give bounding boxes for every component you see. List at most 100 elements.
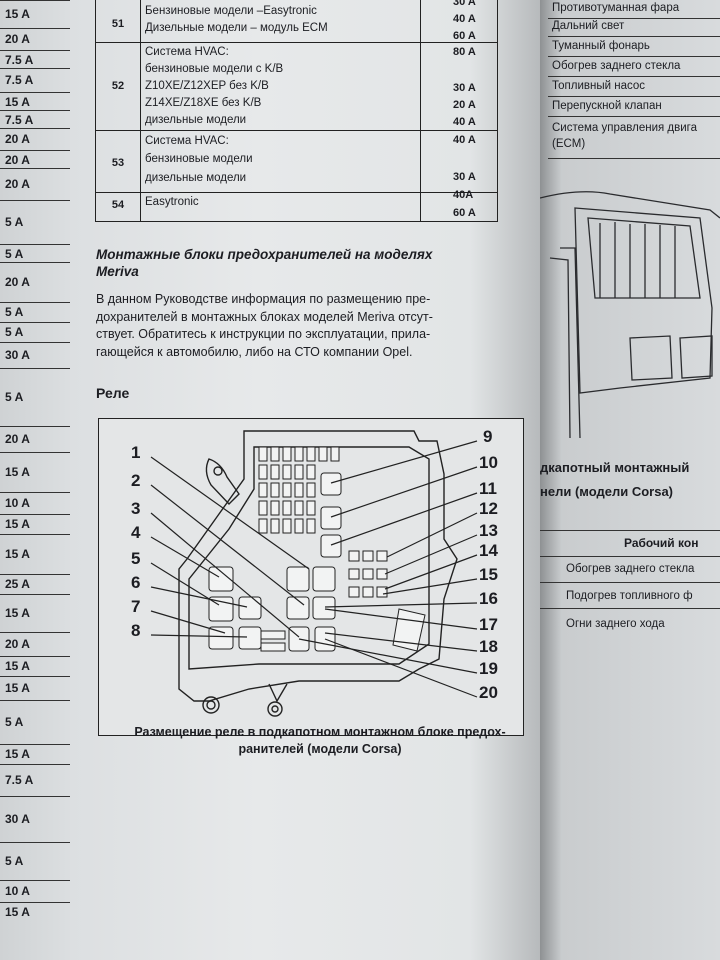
callout-label: 18 <box>479 637 498 656</box>
table-line <box>540 582 720 583</box>
table-row-line <box>95 130 498 131</box>
fuse-rating: 20 A <box>5 177 30 191</box>
table-divider <box>140 0 141 222</box>
left-table-row: 15 A <box>0 744 70 764</box>
fuse-amp: 30 A <box>453 171 476 183</box>
fuse-rating: 30 A <box>5 812 30 826</box>
fuse-amp: 40A <box>453 189 474 201</box>
table-cell: Огни заднего хода <box>566 618 665 630</box>
left-table-row: 15 A <box>0 452 70 492</box>
fuse-amp: 30 A <box>453 82 476 94</box>
fuse-desc: бензиновые модели с K/B <box>145 63 284 75</box>
left-table-row: 15 A <box>0 594 70 632</box>
fuse-rating: 15 A <box>5 517 30 531</box>
paragraph-line: В данном Руководстве информация по разме… <box>96 292 431 306</box>
fuse-box-drawing <box>150 430 478 717</box>
fuse-desc: Система HVAC: <box>145 135 229 147</box>
list-item: Перепускной клапан <box>552 100 662 112</box>
fuse-rating: 20 A <box>5 275 30 289</box>
list-divider <box>548 18 720 19</box>
list-item: Туманный фонарь <box>552 40 650 52</box>
callout-label: 17 <box>479 615 498 634</box>
paragraph-line: дохранителей в монтажных блоках моделей … <box>96 309 433 324</box>
right-page <box>540 0 720 960</box>
callout-label: 12 <box>479 499 498 518</box>
fuse-rating: 5 A <box>5 305 24 319</box>
fuse-rating: 20 A <box>5 432 30 446</box>
callout-label: 19 <box>479 659 498 678</box>
table-line <box>540 556 720 557</box>
left-table-row: 15 A <box>0 676 70 700</box>
left-table-row: 7.5 A <box>0 764 70 796</box>
caption-line: Размещение реле в подкапотном монтажном … <box>134 725 506 739</box>
fuse-rating: 30 A <box>5 348 30 362</box>
fuse-rating: 7.5 A <box>5 53 34 67</box>
fuse-desc: Бензиновые модели –Easytronic <box>145 5 317 17</box>
callout-label: 4 <box>131 523 141 542</box>
fuse-rating: 10 A <box>5 884 30 898</box>
fuse-desc: дизельные модели <box>145 114 247 126</box>
section-paragraph: В данном Руководстве информация по разме… <box>96 291 516 361</box>
callout-label: 3 <box>131 499 141 518</box>
fuse-table: 51 Бензиновые модели –Easytronic Дизельн… <box>95 0 498 222</box>
fuse-desc: Z14XE/Z18XE без K/B <box>145 97 262 109</box>
relay-diagram: 1 2 3 4 5 6 7 8 9 10 11 12 13 14 15 16 1… <box>98 418 524 736</box>
list-divider <box>548 36 720 37</box>
table-line <box>540 608 720 609</box>
section-heading: Монтажные блоки предохранителей на модел… <box>96 246 496 280</box>
fuse-amp: 30 A <box>453 0 476 8</box>
left-table-row: 30 A <box>0 342 70 368</box>
fuse-rating: 15 A <box>5 7 30 21</box>
right-heading: дкапотный монтажный <box>540 460 690 475</box>
callout-label: 2 <box>131 471 141 490</box>
fuse-amp: 20 A <box>453 99 476 111</box>
table-row-line <box>95 192 498 193</box>
table-cell: Подогрев топливного ф <box>566 590 693 602</box>
fuse-rating: 15 A <box>5 681 30 695</box>
callout-label: 6 <box>131 573 141 592</box>
fuse-rating: 7.5 A <box>5 773 34 787</box>
table-cell: Обогрев заднего стекла <box>566 563 695 575</box>
table-header: Рабочий кон <box>624 536 699 550</box>
fuse-rating: 15 A <box>5 905 30 919</box>
fuse-desc: Z10XE/Z12XEP без K/B <box>145 80 269 92</box>
callout-label: 16 <box>479 589 498 608</box>
left-table-row: 5 A <box>0 842 70 880</box>
left-table-row: 5 A <box>0 368 70 426</box>
fuse-rating: 15 A <box>5 465 30 479</box>
callout-label: 8 <box>131 621 141 640</box>
left-table-row: 15 A <box>0 92 70 110</box>
fuse-number: 51 <box>111 18 125 30</box>
fuse-rating: 7.5 A <box>5 113 34 127</box>
table-border-right <box>497 0 498 222</box>
list-item: (ECM) <box>552 138 586 150</box>
right-heading: нели (модели Corsa) <box>540 484 674 499</box>
left-table-row: 5 A <box>0 244 70 262</box>
fuse-rating: 15 A <box>5 659 30 673</box>
callout-label: 9 <box>483 427 493 446</box>
paragraph-line: ствует. Обратитесь к инструкции по экспл… <box>96 327 431 341</box>
callout-label: 7 <box>131 597 141 616</box>
list-item: Топливный насос <box>552 80 645 92</box>
callout-label: 14 <box>479 541 498 560</box>
callout-label: 11 <box>479 479 497 498</box>
table-row-line <box>95 221 498 222</box>
table-line <box>540 530 720 531</box>
left-table-row: 5 A <box>0 700 70 744</box>
table-divider <box>420 0 421 222</box>
list-divider <box>548 96 720 97</box>
fuse-number: 52 <box>111 80 125 92</box>
left-table-row: 20 A <box>0 262 70 302</box>
left-table-row: 20 A <box>0 128 70 150</box>
left-table-row: 25 A <box>0 574 70 594</box>
list-divider <box>548 158 720 159</box>
callout-label: 13 <box>479 521 498 540</box>
fuse-amp: 80 A <box>453 46 476 58</box>
fuse-amp: 40 A <box>453 13 476 25</box>
list-divider <box>548 56 720 57</box>
heading-line: Meriva <box>96 264 139 279</box>
callout-label: 10 <box>479 453 498 472</box>
paragraph-line: гающейся к автомобилю, либо на СТО компа… <box>96 344 413 359</box>
fuse-rating: 20 A <box>5 132 30 146</box>
fuse-rating: 15 A <box>5 95 30 109</box>
